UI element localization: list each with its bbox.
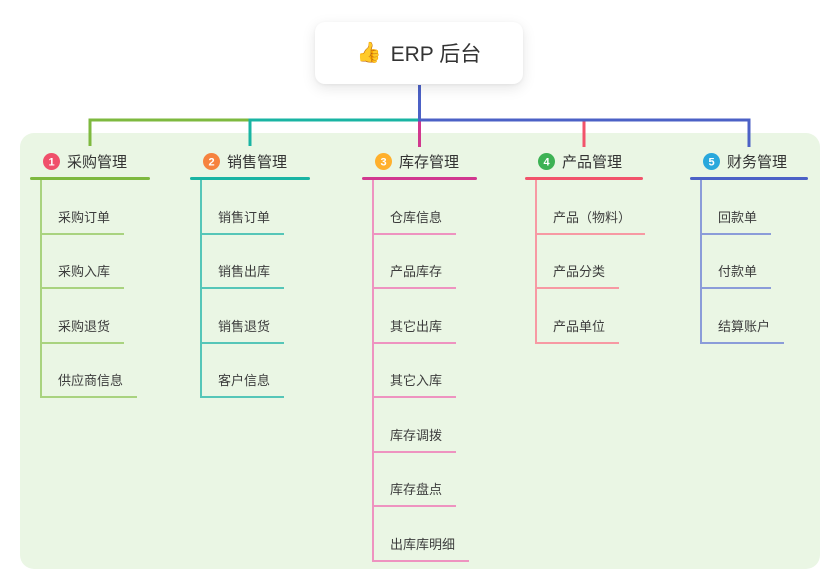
branch-node-sales[interactable]: 2 销售管理	[190, 145, 310, 177]
child-node[interactable]: 回款单	[700, 180, 808, 235]
branch-label: 库存管理	[399, 153, 460, 171]
branch-children: 产品（物料） 产品分类 产品单位	[535, 180, 646, 344]
child-node[interactable]: 仓库信息	[372, 180, 477, 235]
branch-children: 仓库信息 产品库存 其它出库 其它入库 库存调拨 库存盘点 出库库明细	[372, 180, 477, 562]
child-node[interactable]: 其它出库	[372, 289, 477, 344]
branch-underline	[30, 177, 150, 180]
branch-number-badge: 2	[203, 152, 220, 170]
branch-inventory: 3 库存管理 仓库信息 产品库存 其它出库 其它入库 库存调拨 库存盘点 出库库…	[362, 145, 477, 562]
branch-node-product[interactable]: 4 产品管理	[525, 145, 643, 177]
child-node[interactable]: 结算账户	[700, 289, 808, 344]
root-node[interactable]: 👍 ERP 后台	[315, 22, 523, 84]
branch-children: 回款单 付款单 结算账户	[700, 180, 808, 344]
branch-label: 采购管理	[67, 153, 128, 171]
child-node[interactable]: 销售出库	[200, 235, 310, 289]
branch-sales: 2 销售管理 销售订单 销售出库 销售退货 客户信息	[190, 145, 310, 398]
branch-underline	[525, 177, 643, 180]
child-node[interactable]: 销售退货	[200, 289, 310, 344]
branch-underline	[362, 177, 477, 180]
svg-text:2: 2	[208, 156, 214, 168]
child-node[interactable]: 出库库明细	[372, 507, 477, 562]
thumbs-up-icon: 👍	[356, 42, 382, 64]
branch-node-finance[interactable]: 5 财务管理	[690, 145, 808, 177]
child-node[interactable]: 其它入库	[372, 344, 477, 398]
branch-number-badge: 1	[43, 152, 60, 170]
branch-node-inventory[interactable]: 3 库存管理	[362, 145, 477, 177]
child-node[interactable]: 供应商信息	[40, 344, 150, 398]
child-node[interactable]: 采购退货	[40, 289, 150, 344]
svg-text:5: 5	[708, 156, 714, 168]
branch-underline	[190, 177, 310, 180]
branch-product: 4 产品管理 产品（物料） 产品分类 产品单位	[525, 145, 646, 344]
canvas-board	[20, 133, 820, 569]
branch-label: 销售管理	[227, 153, 288, 171]
branch-node-purchase[interactable]: 1 采购管理	[30, 145, 150, 177]
child-node[interactable]: 产品单位	[535, 289, 643, 344]
child-node[interactable]: 付款单	[700, 235, 808, 289]
branch-underline	[690, 177, 808, 180]
child-node[interactable]: 销售订单	[200, 180, 310, 235]
svg-text:4: 4	[543, 156, 550, 168]
branch-number-badge: 5	[703, 152, 720, 170]
child-node[interactable]: 库存盘点	[372, 453, 477, 507]
child-node[interactable]: 客户信息	[200, 344, 310, 398]
child-node[interactable]: 产品库存	[372, 235, 477, 289]
child-node[interactable]: 产品分类	[535, 235, 643, 289]
branch-finance: 5 财务管理 回款单 付款单 结算账户	[690, 145, 808, 344]
child-node[interactable]: 库存调拨	[372, 398, 477, 453]
branch-label: 财务管理	[727, 153, 788, 171]
branch-purchase: 1 采购管理 采购订单 采购入库 采购退货 供应商信息	[30, 145, 150, 398]
branch-children: 采购订单 采购入库 采购退货 供应商信息	[40, 180, 150, 398]
branch-number-badge: 3	[375, 152, 392, 170]
branch-children: 销售订单 销售出库 销售退货 客户信息	[200, 180, 310, 398]
child-node[interactable]: 采购订单	[40, 180, 150, 235]
root-title: ERP 后台	[390, 43, 482, 66]
branch-number-badge: 4	[538, 152, 555, 170]
svg-text:1: 1	[48, 156, 54, 168]
child-node[interactable]: 采购入库	[40, 235, 150, 289]
child-node[interactable]: 产品（物料）	[535, 180, 646, 235]
branch-label: 产品管理	[562, 153, 623, 171]
svg-text:3: 3	[380, 156, 386, 168]
